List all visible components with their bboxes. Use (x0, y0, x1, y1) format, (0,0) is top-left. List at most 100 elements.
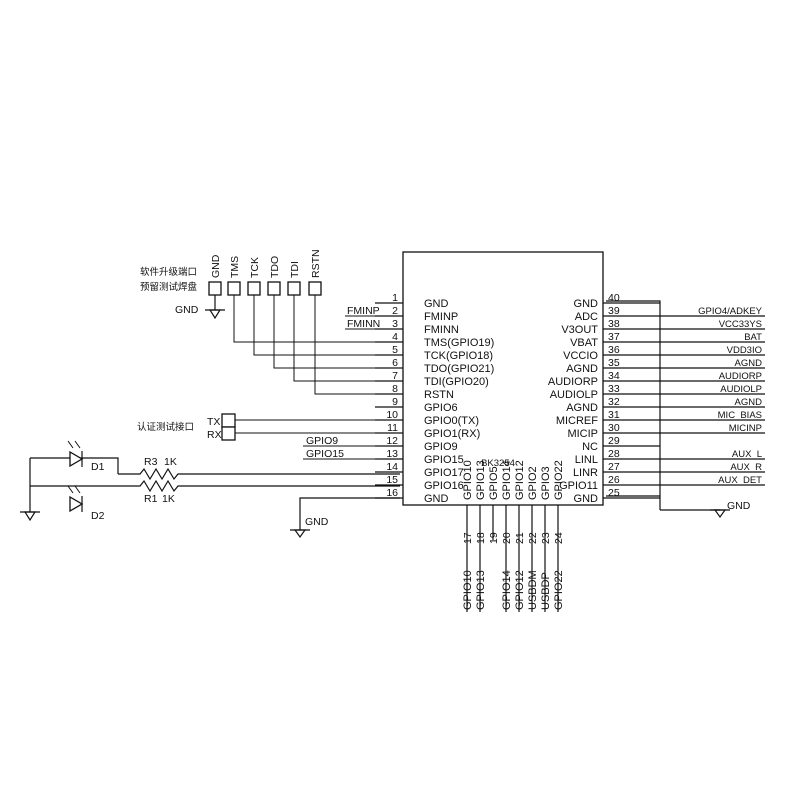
right-pin-name: GND (574, 298, 599, 310)
right-ground-label: GND (727, 500, 751, 512)
cert-tx-label: TX (207, 416, 220, 428)
rstn-wire (314, 295, 400, 395)
tdi-wire (293, 295, 400, 382)
d1-light-arrow (74, 440, 81, 449)
left-pin-name: GPIO9 (424, 441, 458, 453)
d2-led-icon (69, 495, 84, 513)
bottom-pin-name: GPIO5 (488, 466, 500, 500)
left-nets: FMINP FMINN GPIO9 GPIO15 (303, 305, 400, 460)
left-pin-number: 9 (392, 396, 398, 408)
left-pin-number: 2 (392, 305, 398, 317)
left-pin-number: 10 (386, 409, 398, 421)
left-pin-name: GPIO6 (424, 402, 458, 414)
right-pin-number: 40 (608, 292, 620, 304)
right-net-label: AUX_L (732, 449, 762, 460)
bottom-pin-name: GPIO14 (501, 460, 513, 500)
cert-rx-label: RX (207, 429, 222, 441)
left-pin-name: GND (424, 493, 449, 505)
left-pin-name: FMINN (424, 324, 459, 336)
right-pin-number: 25 (608, 487, 620, 499)
left-pin-name: TMS(GPIO19) (424, 337, 494, 349)
r1-label: R1 (144, 493, 158, 505)
bottom-pin-name: GPIO2 (527, 466, 539, 500)
r1-resistor (118, 479, 400, 493)
left-pin-number: 16 (386, 487, 398, 499)
ground-symbol (208, 309, 222, 320)
header-pad-rstn (308, 281, 322, 296)
header-pin-label: TDI (289, 261, 301, 278)
gpio9-net-label: GPIO9 (306, 435, 338, 447)
right-pin-number: 35 (608, 357, 620, 369)
tx-pad (221, 413, 236, 428)
left-pin-number: 5 (392, 344, 398, 356)
rx-pad (221, 426, 236, 441)
right-pin-number: 26 (608, 474, 620, 486)
chip-body (402, 251, 604, 506)
header-pad-tdi (287, 281, 301, 296)
left-pin-name: RSTN (424, 389, 454, 401)
right-net-label: VCC33YS (719, 319, 762, 330)
bottom-pin-number: 20 (501, 532, 513, 544)
right-net-label: BAT (744, 332, 762, 343)
header-pin-label: RSTN (310, 249, 322, 278)
gpio15-net-label: GPIO15 (306, 448, 344, 460)
header-gnd-label: GND (175, 304, 199, 316)
d2-light-arrow (67, 485, 74, 494)
r3-label: R3 (144, 456, 158, 468)
bottom-net-label: GPIO12 (514, 570, 526, 610)
right-pin-number: 28 (608, 448, 620, 460)
right-pin-name: ADC (575, 311, 598, 323)
bottom-pin-number: 23 (540, 532, 552, 544)
header-pad-tdo (267, 281, 281, 296)
left-ground: GND (290, 497, 400, 539)
r1-value: 1K (162, 493, 175, 505)
bottom-pin-number: 24 (553, 532, 565, 544)
left-pin-name: TDI(GPIO20) (424, 376, 489, 388)
right-pin-number: 27 (608, 461, 620, 473)
bottom-net-label: USBDP (540, 572, 552, 610)
left-pin-name: TDO(GPIO21) (424, 363, 494, 375)
bottom-net-label: GPIO10 (462, 570, 474, 610)
left-pin-name: GPIO16 (424, 480, 464, 492)
d1-led-icon (69, 450, 84, 468)
right-net-label: MIC_BIAS (718, 410, 762, 421)
right-pin-name: NC (582, 441, 598, 453)
left-pin-number: 15 (386, 474, 398, 486)
right-pin-name: AGND (566, 402, 598, 414)
right-pin-name: VCCIO (563, 350, 598, 362)
ground-symbol (293, 529, 307, 539)
bottom-pin-number: 18 (475, 532, 487, 544)
led-rail-top (30, 457, 119, 474)
left-pin-name: GPIO15 (424, 454, 464, 466)
right-pin-number: 32 (608, 396, 620, 408)
debug-caption-line2: 预留测试焊盘 (140, 281, 198, 293)
tms-wire (233, 295, 400, 343)
left-pin-number: 4 (392, 331, 398, 343)
right-net-label: AUX_R (730, 462, 762, 473)
left-pin-number: 13 (386, 448, 398, 460)
bottom-pin-number: 22 (527, 532, 539, 544)
bottom-pin-number: 17 (462, 532, 474, 544)
header-pin-label: TCK (249, 257, 261, 278)
right-pin-name: GND (574, 493, 599, 505)
right-pin-number: 37 (608, 331, 620, 343)
d2-label: D2 (91, 510, 105, 522)
left-pin-number: 7 (392, 370, 398, 382)
header-pad-gnd (208, 281, 222, 296)
pin40-gnd-wire (606, 300, 661, 510)
r3-value: 1K (164, 456, 177, 468)
fminp-net-label: FMINP (347, 305, 380, 317)
left-pin-number: 14 (386, 461, 398, 473)
bottom-net-label: GPIO22 (553, 570, 565, 610)
right-net-label: AUDIOLP (720, 384, 762, 395)
right-pin-number: 36 (608, 344, 620, 356)
right-net-label: AUX_DET (718, 475, 762, 486)
d2-light-arrow (74, 485, 81, 494)
right-pin-number: 30 (608, 422, 620, 434)
bottom-net-label: GPIO13 (475, 570, 487, 610)
left-pin-name: GND (424, 298, 449, 310)
left-pin-name: GPIO17 (424, 467, 464, 479)
left-pin-number: 3 (392, 318, 398, 330)
